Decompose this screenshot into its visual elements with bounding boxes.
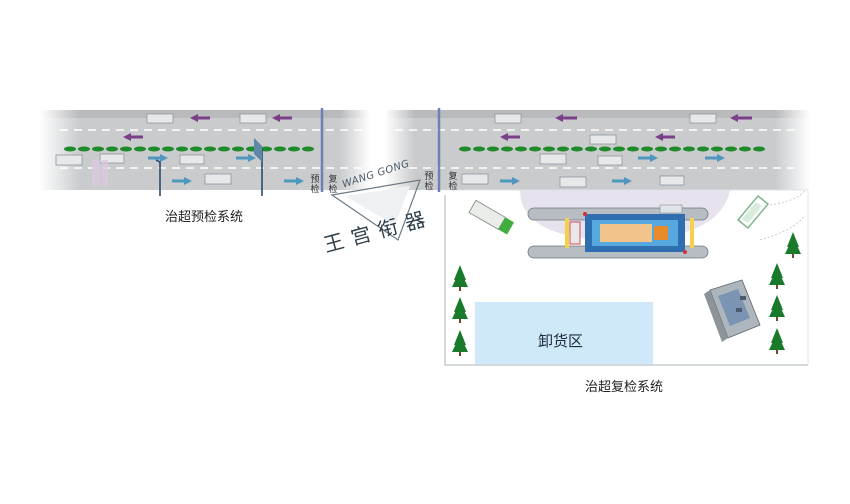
arrow-left-icon xyxy=(123,114,752,141)
recheck-marker-label-right: 复检 xyxy=(448,172,458,192)
booth-icon xyxy=(704,279,761,342)
vehicles-left xyxy=(55,113,267,185)
recheck-marker-label-left: 复检 xyxy=(328,175,338,195)
unloading-area-label: 卸货区 xyxy=(538,332,584,350)
diamond-sign-fill xyxy=(742,202,762,223)
truck-icon xyxy=(468,199,515,235)
median-right xyxy=(459,146,765,152)
tree-icon xyxy=(452,232,801,356)
vehicles-right xyxy=(461,113,717,188)
brand-logo xyxy=(330,179,421,241)
precheck-marker-label-left: 预检 xyxy=(310,175,320,195)
recheck-platform xyxy=(527,204,709,259)
recheck-system-label: 治超复检系统 xyxy=(585,380,664,395)
precheck-system-label: 治超预检系统 xyxy=(165,210,244,225)
weigh-strip xyxy=(92,160,108,186)
diamond-sign xyxy=(736,194,770,230)
unloading-area xyxy=(475,302,653,364)
road-right xyxy=(385,110,810,190)
median-left xyxy=(64,146,314,152)
arrow-right-icon xyxy=(148,154,725,185)
precheck-marker-label-right: 预检 xyxy=(424,172,434,192)
sign-panel xyxy=(254,138,262,162)
